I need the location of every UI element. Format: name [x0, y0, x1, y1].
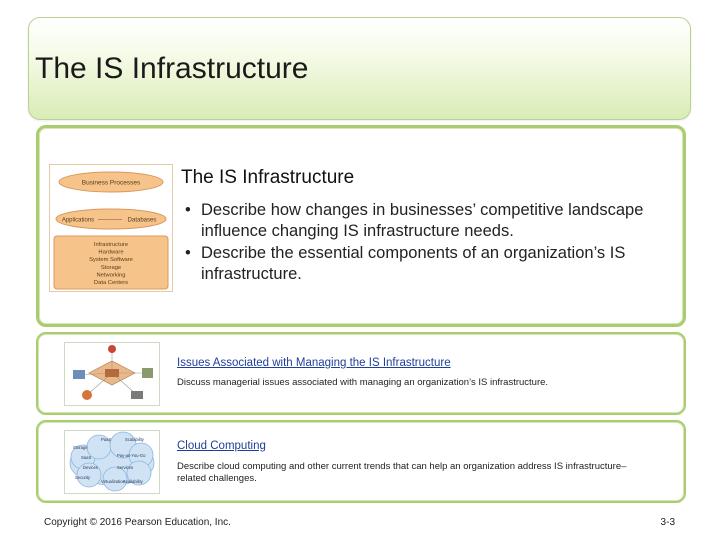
cloud-term-label: Storage: [73, 445, 88, 450]
infrastructure-devices-image: [73, 345, 153, 400]
cloud-term-label: Virtualization: [101, 479, 126, 484]
main-topic-card: Business Processes Applications Database…: [36, 125, 686, 327]
slide-title-banner: The IS Infrastructure: [28, 17, 691, 120]
main-topic-heading: The IS Infrastructure: [181, 167, 355, 188]
copyright-text: Copyright © 2016 Pearson Education, Inc.: [44, 517, 231, 528]
diagram-infrastructure-line: Networking: [97, 272, 126, 278]
managing-infrastructure-thumbnail: [64, 342, 160, 406]
cloud-term-label: Security: [75, 475, 91, 480]
objectives-list: Describe how changes in businesses’ comp…: [183, 200, 683, 286]
diagram-middle-right-label: Databases: [128, 218, 157, 224]
cloud-term-label: Services: [117, 465, 133, 470]
cloud-term-label: Pay-as-You-Go: [117, 453, 146, 458]
topic-card-managing-infrastructure: Issues Associated with Managing the IS I…: [36, 332, 686, 415]
diagram-infrastructure-line: Infrastructure: [94, 242, 128, 248]
cloud-term-label: PaaS: [101, 437, 111, 442]
diagram-infrastructure-line: Data Centers: [94, 280, 128, 286]
diagram-infrastructure-line: Hardware: [98, 250, 123, 256]
cloud-computing-description: Describe cloud computing and other curre…: [177, 461, 627, 484]
diagram-middle-left-label: Applications: [62, 218, 94, 224]
managing-infrastructure-link[interactable]: Issues Associated with Managing the IS I…: [177, 357, 451, 369]
page-number: 3-3: [660, 517, 675, 528]
diagram-infrastructure-line: Storage: [101, 265, 121, 271]
cloud-term-label: Devices: [83, 465, 98, 470]
cloud-term-label: SaaS: [81, 455, 91, 460]
cloud-term-label: Availability: [123, 479, 144, 484]
slide-title: The IS Infrastructure: [35, 52, 309, 85]
managing-infrastructure-description: Discuss managerial issues associated wit…: [177, 377, 549, 388]
infrastructure-diagram-image: Business Processes Applications Database…: [53, 171, 169, 290]
infrastructure-diagram-thumbnail: Business Processes Applications Database…: [49, 164, 173, 292]
diagram-infrastructure-line: System Software: [89, 257, 133, 263]
objective-bullet: Describe how changes in businesses’ comp…: [183, 200, 683, 242]
cloud-computing-link[interactable]: Cloud Computing: [177, 440, 266, 452]
cloud-term-label: Scalability: [125, 437, 145, 442]
diagram-top-label: Business Processes: [82, 180, 141, 187]
objective-bullet: Describe the essential components of an …: [183, 243, 683, 285]
